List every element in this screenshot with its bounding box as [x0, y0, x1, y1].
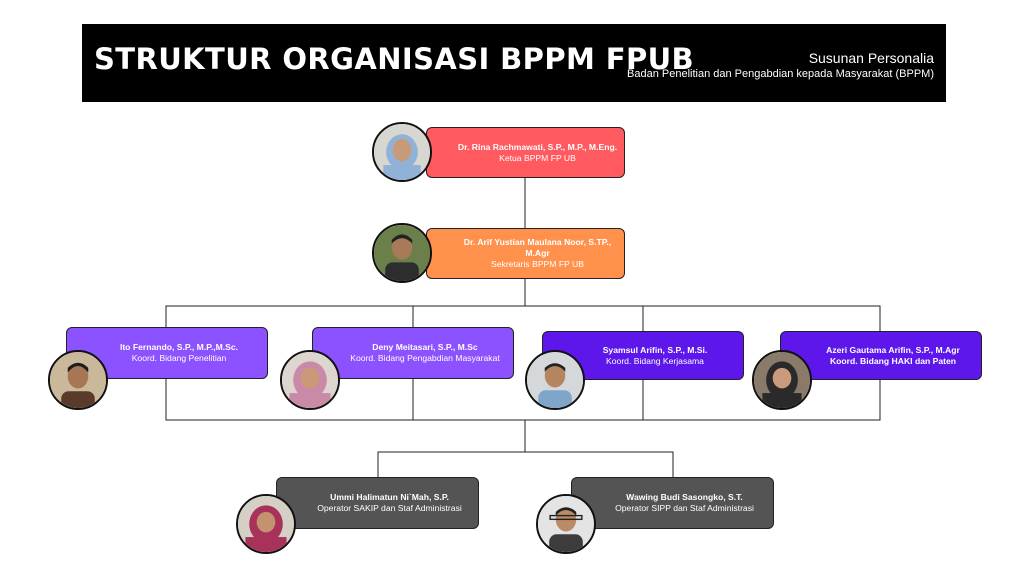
- page-subtitle: Susunan Personalia: [808, 50, 934, 66]
- card-koord-haki: Azeri Gautama Arifin, S.P., M.Agr Koord.…: [780, 331, 982, 380]
- koord-kerjasama-role: Koord. Bidang Kerjasama: [606, 355, 704, 366]
- card-operator-sipp: Wawing Budi Sasongko, S.T. Operator SIPP…: [571, 477, 774, 529]
- koord-penelitian-name: Ito Fernando, S.P., M.P.,M.Sc.: [119, 342, 239, 352]
- avatar-koord-penelitian: [48, 350, 108, 410]
- page-subtitle-organization: Badan Penelitian dan Pengabdian kepada M…: [627, 68, 934, 80]
- line-koord-bar: [165, 305, 881, 332]
- koord-pengabdian-name: Deny Meitasari, S.P., M.Sc: [372, 342, 478, 352]
- card-operator-sakip: Ummi Halimatun Ni`Mah, S.P. Operator SAK…: [276, 477, 479, 529]
- operator-sakip-name: Ummi Halimatun Ni`Mah, S.P.: [330, 492, 449, 502]
- avatar-koord-kerjasama: [525, 350, 585, 410]
- page-title: STRUKTUR ORGANISASI BPPM FPUB: [94, 42, 695, 76]
- avatar-operator-sipp: [536, 494, 596, 554]
- ketua-role: Ketua BPPM FP UB: [499, 152, 576, 163]
- koord-pengabdian-role: Koord. Bidang Pengabdian Masyarakat: [350, 353, 500, 363]
- avatar-sekretaris: [372, 223, 432, 283]
- card-koord-kerjasama: Syamsul Arifin, S.P., M.Si. Koord. Bidan…: [542, 331, 744, 380]
- sekretaris-role: Sekretaris BPPM FP UB: [491, 259, 584, 269]
- operator-sipp-name: Wawing Budi Sasongko, S.T.: [626, 492, 743, 502]
- koord-haki-name: Azeri Gautama Arifin, S.P., M.Agr: [826, 344, 960, 355]
- sekretaris-name: Dr. Arif Yustian Maulana Noor, S.TP., M.…: [463, 237, 612, 258]
- header-banner: STRUKTUR ORGANISASI BPPM FPUB Susunan Pe…: [82, 24, 946, 102]
- koord-penelitian-role: Koord. Bidang Penelitian: [131, 353, 227, 363]
- koord-kerjasama-name: Syamsul Arifin, S.P., M.Si.: [602, 344, 708, 355]
- ketua-name: Dr. Rina Rachmawati, S.P., M.P., M.Eng.: [457, 141, 618, 152]
- card-koord-pengabdian: Deny Meitasari, S.P., M.Sc Koord. Bidang…: [312, 327, 514, 379]
- operator-sakip-role: Operator SAKIP dan Staf Administrasi: [317, 503, 462, 513]
- operator-sipp-role: Operator SIPP dan Staf Administrasi: [615, 503, 754, 513]
- avatar-operator-sakip: [236, 494, 296, 554]
- avatar-koord-haki: [752, 350, 812, 410]
- koord-haki-role: Koord. Bidang HAKI dan Paten: [829, 355, 957, 366]
- avatar-koord-pengabdian: [280, 350, 340, 410]
- line-operator-bar: [377, 451, 674, 477]
- card-sekretaris: Dr. Arif Yustian Maulana Noor, S.TP., M.…: [426, 228, 625, 279]
- avatar-ketua: [372, 122, 432, 182]
- card-ketua: Dr. Rina Rachmawati, S.P., M.P., M.Eng. …: [426, 127, 625, 178]
- line-koord-bottom-bar: [165, 378, 881, 421]
